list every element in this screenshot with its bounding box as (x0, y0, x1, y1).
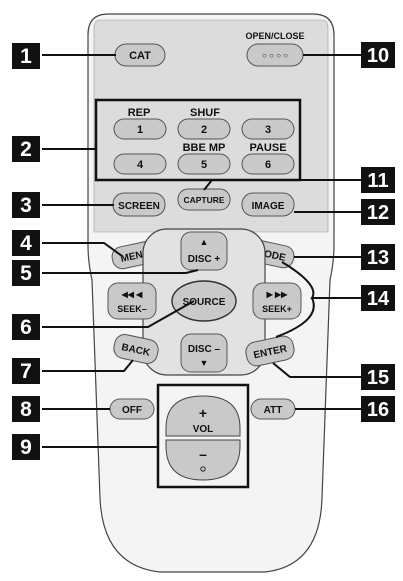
callout-5: 5 (20, 262, 32, 285)
seek-plus-next-icon: ▶ ▶▶ (266, 290, 289, 299)
callout-2: 2 (20, 138, 32, 161)
disc-minus-arrow-icon: ▼ (200, 358, 209, 368)
rep-label: REP (128, 107, 151, 119)
callout-6-box (12, 314, 40, 340)
button-6[interactable] (241, 153, 295, 175)
callout-8-box (12, 396, 40, 422)
att-label: ATT (264, 405, 283, 416)
callout-2-box (12, 136, 40, 162)
disc-minus-label: DISC – (188, 344, 221, 355)
callout-13: 13 (367, 247, 389, 269)
button-3[interactable] (241, 118, 295, 140)
button-5-label: 5 (201, 159, 207, 171)
seek-plus-label: SEEK+ (262, 304, 292, 314)
callout-7: 7 (20, 360, 32, 383)
vol-box (156, 383, 250, 489)
source-label: SOURCE (183, 297, 226, 308)
callout-9: 9 (20, 436, 32, 459)
vol-minus-dot-icon (200, 466, 206, 472)
pause-label: PAUSE (249, 142, 286, 154)
seek-minus-label: SEEK– (117, 304, 147, 314)
vol-minus-button[interactable] (165, 439, 241, 481)
callout-4: 4 (20, 232, 32, 255)
disc-minus-button[interactable] (180, 333, 228, 373)
button-1-label: 1 (137, 124, 143, 136)
seek-plus-button[interactable] (252, 282, 302, 320)
button-1[interactable] (113, 118, 167, 140)
callout-1-box (12, 43, 40, 69)
callout-13-box (361, 244, 395, 270)
enter-button[interactable] (244, 334, 296, 367)
callout-14: 14 (367, 288, 390, 310)
disc-plus-arrow-icon: ▲ (200, 237, 209, 247)
leader-lines (42, 54, 361, 448)
cat-label: CAT (129, 50, 151, 62)
image-label: IMAGE (252, 201, 285, 212)
callout-4-box (12, 230, 40, 256)
callout-11-box (361, 167, 395, 193)
callout-12: 12 (367, 202, 389, 224)
button-3-label: 3 (265, 124, 271, 136)
callout-8: 8 (20, 398, 32, 421)
vol-minus-label: – (199, 446, 207, 462)
button-2[interactable] (177, 118, 231, 140)
vol-plus-label: + (199, 405, 207, 421)
button-2-label: 2 (201, 124, 207, 136)
button-4-label: 4 (137, 159, 144, 171)
vol-label: VOL (193, 424, 214, 435)
button-4[interactable] (113, 153, 167, 175)
seek-minus-prev-icon: ◀◀ ◀ (121, 290, 144, 299)
callout-16-box (361, 396, 395, 422)
seek-minus-button[interactable] (107, 282, 157, 320)
callout-14-box (361, 285, 395, 311)
callout-9-box (12, 434, 40, 460)
open-close-dots: ○ ○ ○ ○ (262, 51, 288, 60)
callout-16: 16 (367, 399, 389, 421)
callout-15-box (361, 364, 395, 390)
vol-plus-button[interactable] (165, 395, 241, 437)
callouts: 1 2 3 4 5 6 7 8 9 10 11 12 13 14 15 16 (12, 42, 395, 460)
capture-label: CAPTURE (183, 195, 224, 205)
button-6-label: 6 (265, 159, 271, 171)
callout-10: 10 (367, 45, 389, 67)
open-close-label: OPEN/CLOSE (245, 31, 304, 41)
screen-label: SCREEN (118, 201, 160, 212)
callout-11: 11 (367, 170, 388, 192)
callout-12-box (361, 199, 395, 225)
shuf-label: SHUF (190, 107, 220, 119)
callout-5-box (12, 260, 40, 286)
callout-7-box (12, 358, 40, 384)
button-5[interactable] (177, 153, 231, 175)
bbe-mp-label: BBE MP (183, 142, 226, 154)
callout-15: 15 (367, 367, 389, 389)
callout-1: 1 (20, 45, 32, 68)
callout-3-box (12, 192, 40, 218)
disc-plus-button[interactable] (180, 231, 228, 271)
image-button[interactable] (241, 192, 295, 217)
callout-10-box (361, 42, 395, 68)
callout-6: 6 (20, 316, 32, 339)
number-panel (94, 98, 302, 182)
disc-plus-label: DISC + (188, 254, 221, 265)
source-button[interactable] (171, 280, 237, 322)
off-label: OFF (122, 405, 142, 416)
callout-3: 3 (20, 194, 32, 217)
